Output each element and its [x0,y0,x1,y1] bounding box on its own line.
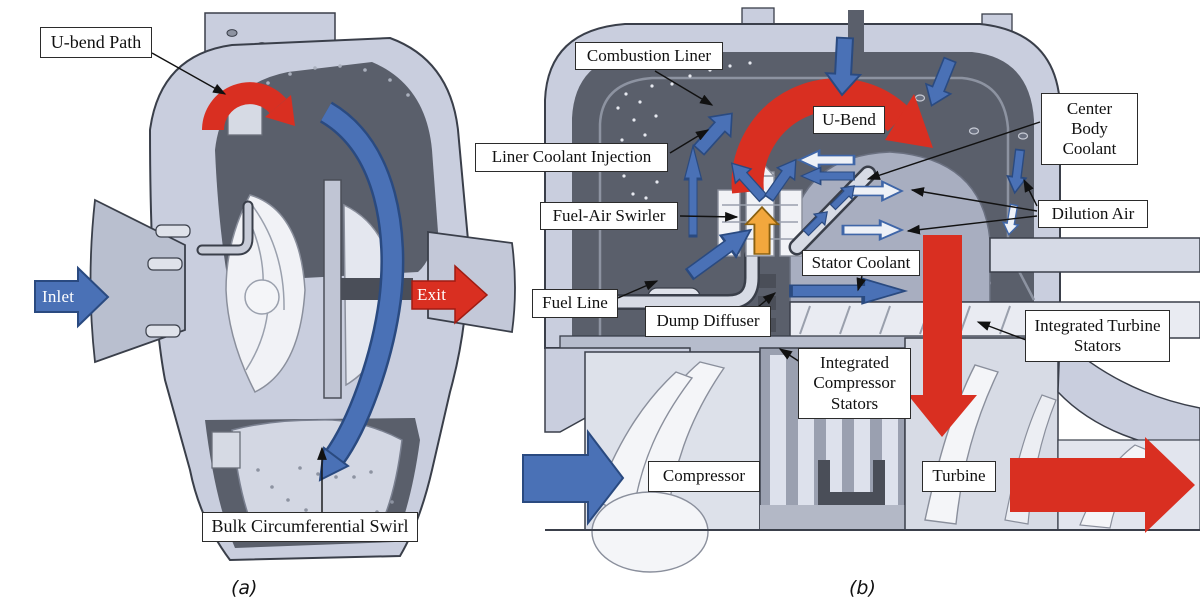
panel-a-dome-holes [248,64,410,97]
panel-b-down-arrow [908,235,977,437]
label-u-bend-path: U-bend Path [40,27,152,58]
panel-b-exit-shroud [1057,336,1200,453]
panel-a-ubend-arrow [202,82,295,131]
label-integrated-turbine-stators: Integrated Turbine Stators [1025,310,1170,362]
panel-b-inlet-arrow [522,429,625,526]
panel-a-leaders [151,52,327,513]
label-combustion-liner: Combustion Liner [575,42,723,70]
panel-a-exit-arrow [411,264,489,325]
label-compressor: Compressor [648,461,760,492]
label-stator-coolant: Stator Coolant [802,250,920,276]
panel-a-pins [145,224,191,338]
label-dilution-air: Dilution Air [1038,200,1148,228]
label-fuel-air-swirler: Fuel-Air Swirler [540,202,678,230]
panel-b-exit-arrow [1010,437,1195,533]
panel-b-ubend-arrow [731,78,933,194]
label-fuel-line: Fuel Line [532,289,618,318]
label-dump-diffuser: Dump Diffuser [645,306,771,337]
label-inlet: Inlet [42,287,75,306]
label-u-bend: U-Bend [813,106,885,134]
panel-b-machine [522,7,1200,573]
caption-b: (b) [849,577,876,599]
panel-b-fuel-line-tube [588,248,760,310]
panel-a-inlet-arrow [34,265,110,329]
panel-b-leaders [617,70,1041,363]
label-exit: Exit [417,285,447,304]
label-turbine: Turbine [922,461,996,492]
label-bulk-circumferential-swirl: Bulk Circumferential Swirl [202,512,418,542]
caption-a: (a) [231,577,258,599]
panel-a-machine [34,12,516,562]
label-integrated-compressor-stators: Integrated Compressor Stators [798,348,911,419]
label-center-body-coolant: Center Body Coolant [1041,93,1138,165]
label-liner-coolant-injection: Liner Coolant Injection [475,143,668,172]
